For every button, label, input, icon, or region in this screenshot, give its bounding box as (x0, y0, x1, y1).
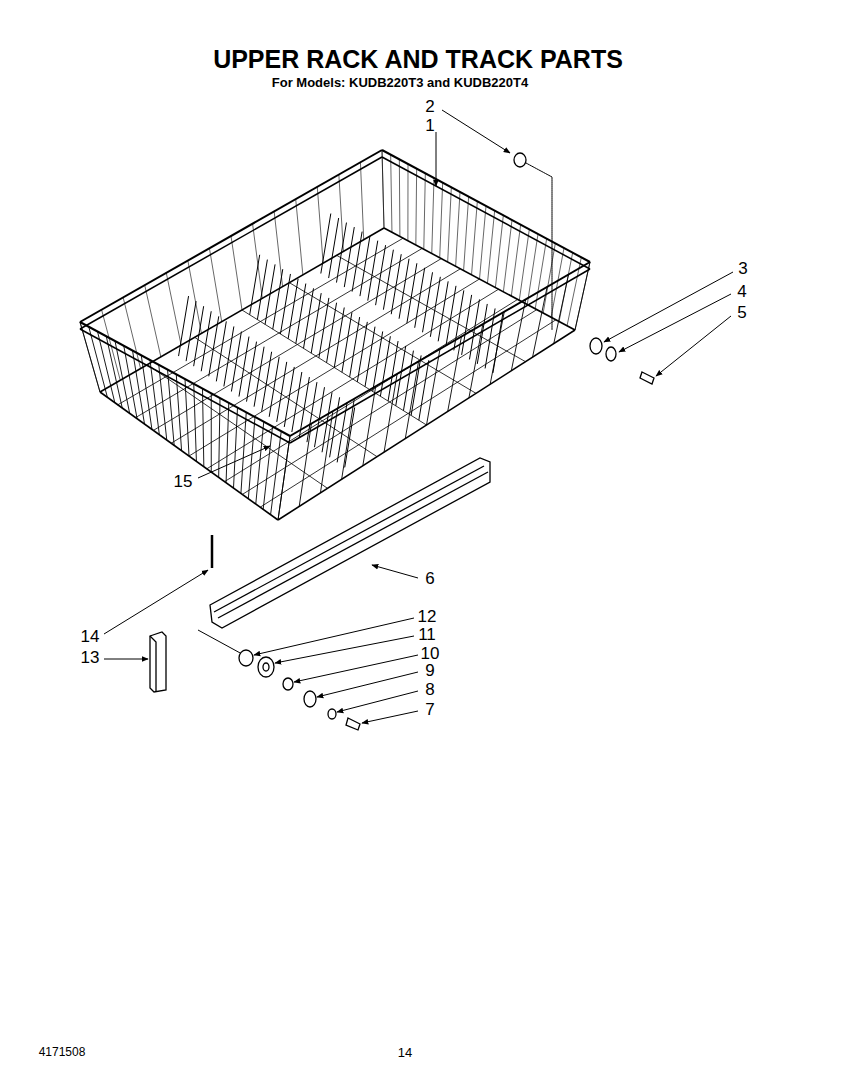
callout-number: 7 (425, 701, 434, 720)
model-note: For Models: KUDB220T3 and KUDB220T4 (272, 76, 528, 90)
track-edge (218, 472, 488, 618)
callout-number: 12 (418, 608, 437, 627)
screw-7 (346, 718, 360, 730)
callout-number: 15 (174, 473, 193, 492)
part-8 (328, 709, 336, 719)
title: UPPER RACK AND TRACK PARTS (213, 46, 623, 74)
pin-14 (211, 535, 214, 568)
callout-number: 8 (425, 681, 434, 700)
track-edge (214, 466, 484, 612)
page-footer: 4171508 (39, 1046, 86, 1059)
callout-number: 5 (737, 304, 746, 323)
leader-lines (104, 110, 733, 723)
part-10 (283, 678, 293, 690)
callout-number: 13 (81, 649, 100, 668)
callout-number: 2 (425, 98, 434, 117)
track-parts (150, 153, 654, 730)
upper-rack (80, 150, 590, 520)
axis-line (198, 630, 242, 654)
part-9 (304, 691, 316, 707)
callout-number: 4 (737, 283, 746, 302)
clip-13 (150, 632, 166, 692)
callout-number: 1 (425, 117, 434, 136)
callout-number: 9 (425, 662, 434, 681)
page-footer: 14 (398, 1046, 412, 1060)
screw-5 (640, 372, 654, 384)
part-11 (258, 657, 274, 677)
track-rail (210, 458, 490, 628)
part-11-hole (263, 663, 269, 671)
part-4 (606, 347, 616, 361)
clip-13-edge (150, 636, 156, 692)
part-2 (514, 153, 526, 167)
part-3 (590, 338, 602, 354)
part-12 (239, 650, 253, 666)
callout-number: 10 (421, 645, 440, 664)
callout-number: 14 (81, 628, 100, 647)
callout-number: 6 (425, 570, 434, 589)
callout-number: 3 (738, 260, 747, 279)
callout-number: 11 (418, 626, 436, 645)
